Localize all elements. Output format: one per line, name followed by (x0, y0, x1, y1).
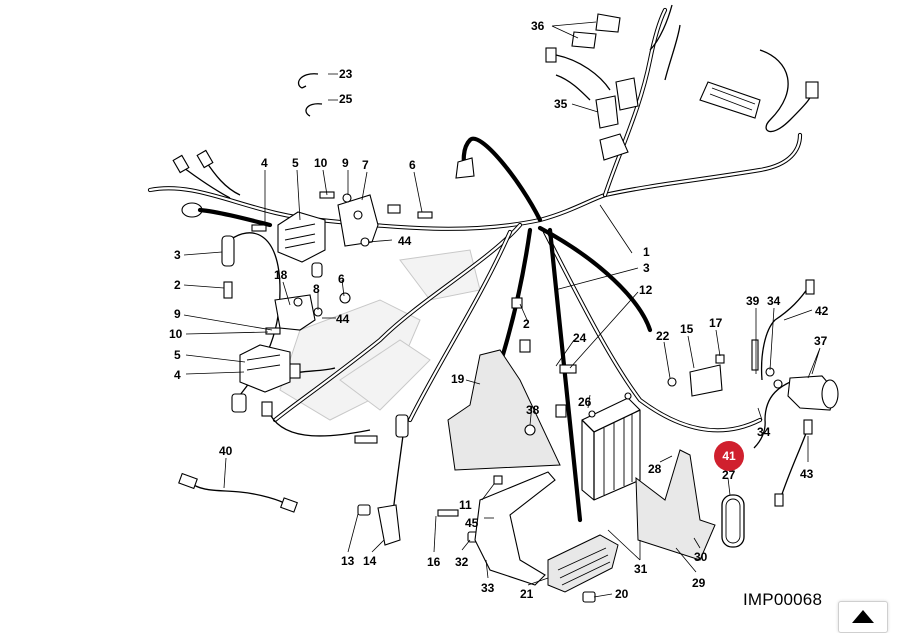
callout-28: 28 (648, 462, 662, 476)
callout-26: 26 (578, 395, 592, 409)
callout-17: 17 (709, 316, 723, 330)
coil-upper (277, 194, 379, 263)
callout-35: 35 (554, 97, 568, 111)
bracket-19 (447, 349, 561, 471)
callout-31: 31 (634, 562, 648, 576)
callout-44-mid: 44 (336, 312, 350, 326)
callout-21: 21 (520, 587, 534, 601)
callout-37: 37 (814, 334, 828, 348)
callout-11: 11 (459, 498, 472, 512)
left-branch (172, 149, 371, 437)
clamps-23-25 (297, 73, 323, 117)
callout-4-top: 4 (261, 156, 268, 170)
callout-33: 33 (481, 581, 495, 595)
bracket-33 (474, 471, 556, 586)
callout-15: 15 (680, 322, 694, 336)
callout-5-top: 5 (292, 156, 299, 170)
callout-27: 27 (722, 468, 736, 482)
callout-9-top: 9 (342, 156, 349, 170)
callout-6-mid: 6 (338, 272, 345, 286)
callout-13: 13 (341, 554, 355, 568)
image-code: IMP00068 (743, 590, 823, 609)
callout-8: 8 (313, 282, 320, 296)
top-components (455, 4, 819, 179)
callout-9-left: 9 (174, 307, 181, 321)
callout-1: 1 (643, 245, 650, 259)
callout-labels: 36 35 23 25 4 5 10 9 7 6 44 3 2 18 6 8 4… (169, 19, 829, 601)
callout-22: 22 (656, 329, 670, 343)
callout-32: 32 (455, 555, 469, 569)
callout-23: 23 (339, 67, 353, 81)
starter-relay (751, 279, 839, 507)
cable-40 (178, 472, 298, 513)
coil-lower (239, 294, 316, 393)
callout-38: 38 (526, 403, 540, 417)
sensor-cable (377, 414, 409, 546)
callout-25: 25 (339, 92, 353, 106)
strap-27 (721, 494, 745, 548)
callout-14: 14 (363, 554, 377, 568)
scroll-to-top-button[interactable] (838, 601, 888, 633)
callout-2-left: 2 (174, 278, 181, 292)
leader-lines (183, 21, 821, 598)
up-arrow-icon (852, 610, 874, 623)
callout-44-top: 44 (398, 234, 412, 248)
callout-10-left: 10 (169, 327, 183, 341)
callout-3-right: 3 (643, 261, 650, 275)
callout-24: 24 (573, 331, 587, 345)
callout-45: 45 (465, 516, 479, 530)
battery-cover (635, 449, 716, 561)
callout-2-mid: 2 (523, 317, 530, 331)
callout-34-bottom: 34 (757, 425, 771, 439)
callout-42: 42 (815, 304, 829, 318)
callout-5-left: 5 (174, 348, 181, 362)
callout-16: 16 (427, 555, 441, 569)
callout-4-left: 4 (174, 368, 181, 382)
callout-39: 39 (746, 294, 760, 308)
callout-30: 30 (694, 550, 708, 564)
callout-12: 12 (639, 283, 653, 297)
callout-20: 20 (615, 587, 629, 601)
callout-7: 7 (362, 158, 369, 172)
callout-29: 29 (692, 576, 706, 590)
callout-41-highlight[interactable]: 41 (714, 441, 744, 471)
regulator-21 (547, 534, 619, 593)
callout-36: 36 (531, 19, 545, 33)
callout-43: 43 (800, 467, 814, 481)
callout-18: 18 (274, 268, 288, 282)
callout-40: 40 (219, 444, 233, 458)
battery-26 (581, 392, 641, 501)
callout-6-top: 6 (409, 158, 416, 172)
callout-19: 19 (451, 372, 465, 386)
callout-34-top: 34 (767, 294, 781, 308)
bracket-15 (667, 354, 725, 397)
callout-10-top: 10 (314, 156, 328, 170)
callout-3-left: 3 (174, 248, 181, 262)
